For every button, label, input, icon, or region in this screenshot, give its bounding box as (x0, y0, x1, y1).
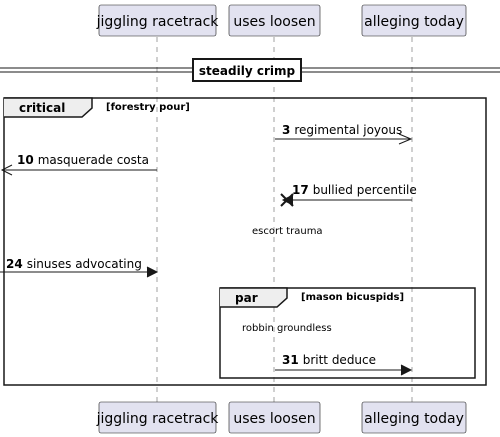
fragment-keyword: critical (19, 101, 65, 115)
divider-label: steadily crimp (199, 64, 296, 78)
message-text: regimental joyous (294, 123, 402, 137)
participant-alleging-today-bottom[interactable]: alleging today (361, 401, 467, 434)
message-label: 31 britt deduce (282, 353, 376, 367)
message-number: 3 (282, 123, 290, 137)
message-text: britt deduce (303, 353, 376, 367)
message-label: 24 sinuses advocating (6, 257, 142, 271)
participant-label: uses loosen (233, 411, 315, 427)
participant-label: alleging today (364, 14, 464, 30)
participant-uses-loosen-bottom[interactable]: uses loosen (228, 401, 321, 434)
participant-label: uses loosen (233, 14, 315, 30)
note-escort-trauma: escort trauma (252, 226, 323, 237)
fragment-guard: [forestry pour] (106, 102, 190, 113)
participants-bottom: jiggling racetrack uses loosen alleging … (96, 401, 467, 434)
message-text: sinuses advocating (27, 257, 142, 271)
participant-uses-loosen-top[interactable]: uses loosen (228, 4, 321, 37)
divider-steadily-crimp: steadily crimp (0, 58, 500, 82)
participant-label: jiggling racetrack (96, 411, 220, 427)
participant-jiggling-racetrack-bottom[interactable]: jiggling racetrack (96, 401, 220, 434)
message-3: 3 regimental joyous (275, 123, 413, 145)
message-10: 10 masquerade costa (0, 153, 157, 176)
fragment-par: par [mason bicuspids] (219, 287, 476, 379)
participant-alleging-today-top[interactable]: alleging today (361, 4, 467, 37)
message-number: 10 (17, 153, 34, 167)
message-number: 17 (292, 183, 309, 197)
fragment-critical: critical [forestry pour] (3, 97, 487, 386)
lifelines (156, 37, 413, 402)
participants-top: jiggling racetrack uses loosen alleging … (96, 4, 467, 37)
message-31: 31 britt deduce (275, 353, 413, 376)
fragment-keyword: par (235, 291, 258, 305)
message-17: 17 bullied percentile (280, 183, 417, 207)
note-robbin-groundless: robbin groundless (242, 323, 332, 334)
participant-jiggling-racetrack-top[interactable]: jiggling racetrack (96, 4, 220, 37)
message-number: 24 (6, 257, 23, 271)
message-24: 24 sinuses advocating (0, 257, 159, 278)
fragment-guard: [mason bicuspids] (301, 292, 404, 303)
message-label: 17 bullied percentile (292, 183, 417, 197)
message-label: 10 masquerade costa (17, 153, 149, 167)
participant-label: jiggling racetrack (96, 14, 220, 30)
participant-label: alleging today (364, 411, 464, 427)
message-text: masquerade costa (38, 153, 149, 167)
destroy-x-icon (280, 193, 294, 207)
message-label: 3 regimental joyous (282, 123, 402, 137)
message-number: 31 (282, 353, 299, 367)
message-text: bullied percentile (313, 183, 417, 197)
